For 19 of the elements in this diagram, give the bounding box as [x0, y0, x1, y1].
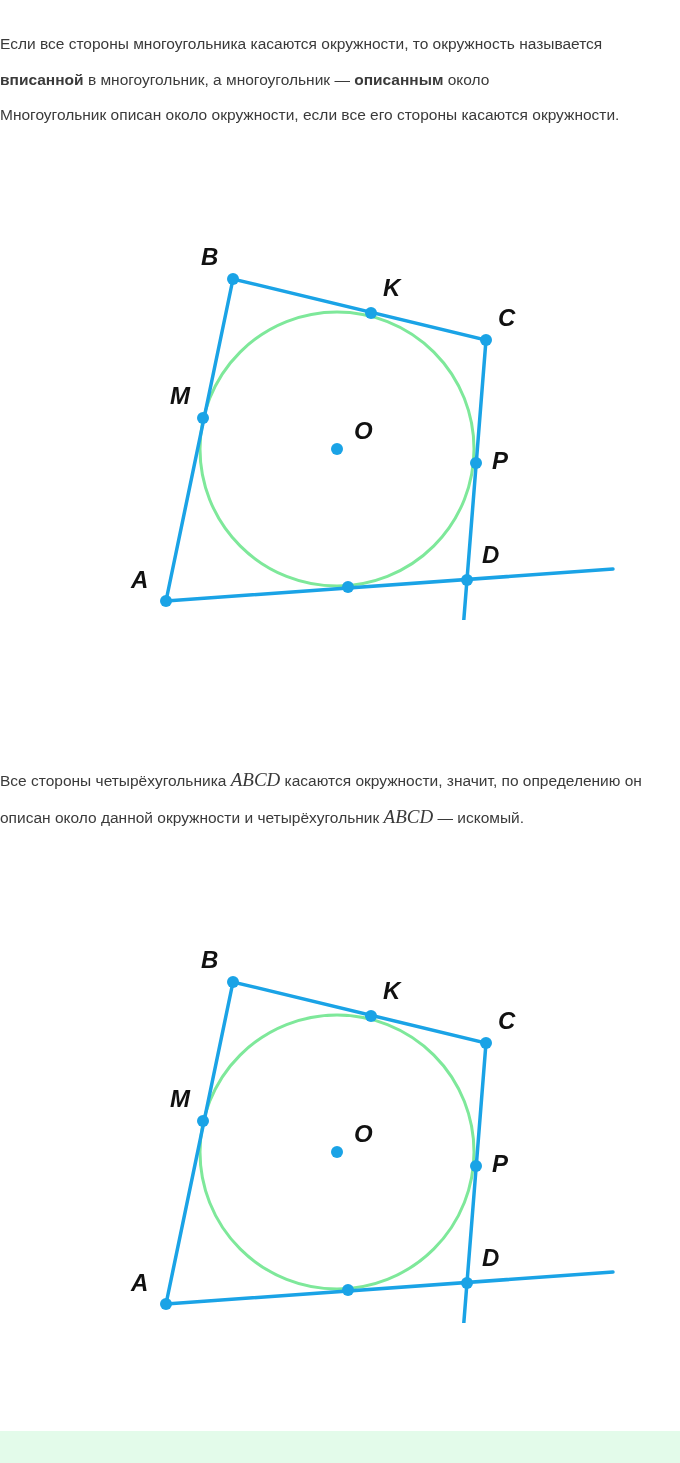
point-label: C	[498, 306, 516, 330]
point-label: B	[201, 245, 219, 269]
point-label: D	[482, 543, 500, 567]
point-label: K	[383, 276, 401, 300]
point-label: D	[482, 1246, 500, 1270]
point-label: A	[131, 568, 149, 592]
point-label: K	[383, 979, 401, 1003]
point-label: P	[492, 449, 508, 473]
center-label: O	[354, 419, 373, 443]
point-label: P	[492, 1152, 508, 1176]
point-label: C	[498, 1009, 516, 1033]
point-label: A	[131, 1271, 149, 1295]
paragraph: Многоугольник описан около окружности, если все его стороны касаются окружности.	[0, 105, 621, 125]
point-label: M	[170, 384, 190, 408]
center-label: O	[354, 1122, 373, 1146]
paragraph: Все стороны четырёхугольника ABCD касаются окружности, значит, по определению он описан около данной окружности и четырёхугольник ABCD — искомый.	[0, 768, 643, 829]
point-label: M	[170, 1087, 190, 1111]
paragraph: Если все стороны многоугольника касаются окружности, то окружность называется вписанной в многоугольник, а многоугольник — описанным около	[0, 34, 604, 90]
point-label: B	[201, 948, 219, 972]
